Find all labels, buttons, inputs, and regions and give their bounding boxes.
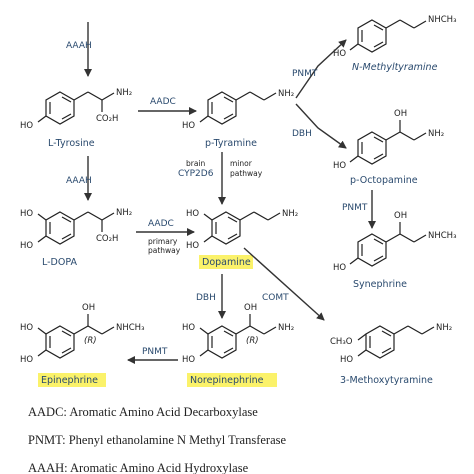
oh-label: OH (394, 109, 407, 119)
l-dopa-structure: NH₂ CO₂H HO HO (20, 208, 132, 251)
enzyme-pnmt-bottom: PNMT (142, 347, 168, 357)
arrow-tyramine-to-methyltyramine (295, 39, 347, 99)
co2h-label: CO₂H (96, 114, 118, 124)
p-tyramine-structure: NH₂ HO (182, 89, 294, 131)
ho-label: HO (333, 49, 346, 59)
p-octopamine-structure: OH NH₂ HO (333, 109, 444, 171)
r-config-label: (R) (246, 336, 259, 346)
legend-aaah: AAAH: Aromatic Amino Acid Hydroxylase (28, 461, 249, 474)
enzyme-aaah-top: AAAH (66, 41, 92, 51)
enzyme-pnmt-right: PNMT (342, 203, 368, 213)
epinephrine-name: Epinephrine (41, 375, 98, 386)
oh-label: OH (82, 303, 95, 313)
norepinephrine-structure: OH NH₂ (R) HO HO (182, 303, 294, 365)
legend-aadc: AADC: Aromatic Amino Acid Decarboxylase (28, 405, 258, 419)
ch3o-label: CH₃O (330, 337, 353, 347)
ho-label: HO (182, 121, 195, 131)
norepinephrine-highlight (187, 373, 277, 387)
ho-label: HO (182, 323, 195, 333)
legend-pnmt: PNMT: Phenyl ethanolamine N Methyl Trans… (28, 433, 286, 447)
nh2-label: NH₂ (278, 89, 294, 99)
synephrine-name: Synephrine (353, 279, 407, 290)
arrow-tyramine-to-octopamine (295, 103, 347, 149)
synephrine-structure: OH NHCH₃ HO (333, 211, 456, 273)
p-tyramine-name: p-Tyramine (205, 138, 257, 149)
ho-label: HO (186, 241, 199, 251)
ho-label: HO (20, 121, 33, 131)
l-tyrosine-name: L-Tyrosine (48, 138, 95, 149)
primary-pathway-label: primary (148, 237, 178, 246)
enzyme-dbh-top: DBH (292, 129, 312, 139)
nh2-label: NH₂ (436, 323, 452, 333)
r-config-label: (R) (84, 336, 97, 346)
nhch3-label: NHCH₃ (116, 323, 144, 333)
dopamine-structure: NH₂ HO HO (186, 209, 298, 251)
enzyme-aadc-mid: AADC (148, 219, 174, 229)
n-methyltyramine-name: N-Methyltyramine (352, 62, 438, 73)
n-methyltyramine-structure: NHCH₃ HO (333, 15, 456, 59)
methoxytyramine-structure: NH₂ CH₃O HO (330, 323, 452, 365)
enzyme-cyp2d6: CYP2D6 (178, 169, 214, 179)
enzyme-comt: COMT (262, 293, 289, 303)
nh2-label: NH₂ (278, 323, 294, 333)
nh2-label: NH₂ (282, 209, 298, 219)
dopamine-name: Dopamine (202, 257, 251, 268)
enzyme-aadc-top: AADC (150, 97, 176, 107)
oh-label: OH (394, 211, 407, 221)
ho-label: HO (333, 161, 346, 171)
nhch3-label: NHCH₃ (428, 15, 456, 25)
nh2-label: NH₂ (428, 129, 444, 139)
co2h-label: CO₂H (96, 234, 118, 244)
epinephrine-structure: OH NHCH₃ (R) HO HO (20, 303, 144, 365)
methoxytyramine-name: 3-Methoxytyramine (340, 375, 433, 386)
enzyme-aaah-mid: AAAH (66, 176, 92, 186)
legend: AADC: Aromatic Amino Acid Decarboxylase … (28, 405, 286, 474)
ho-label: HO (20, 323, 33, 333)
l-dopa-name: L-DOPA (42, 257, 77, 268)
p-octopamine-name: p-Octopamine (350, 175, 418, 186)
nh2-label: NH₂ (116, 88, 132, 98)
ho-label: HO (182, 355, 195, 365)
enzyme-pnmt-top: PNMT (292, 69, 318, 79)
ho-label: HO (333, 263, 346, 273)
dopamine-highlight (199, 255, 253, 269)
oh-label: OH (244, 303, 257, 313)
epinephrine-highlight (38, 373, 106, 387)
brain-label: brain (186, 159, 206, 168)
primary-pathway-label-2: pathway (148, 246, 181, 255)
ho-label: HO (186, 209, 199, 219)
minor-pathway-label: minor (230, 159, 253, 168)
ho-label: HO (20, 241, 33, 251)
enzyme-dbh-bottom: DBH (196, 293, 216, 303)
ho-label: HO (20, 209, 33, 219)
nhch3-label: NHCH₃ (428, 231, 456, 241)
ho-label: HO (20, 355, 33, 365)
arrow-dopamine-to-methoxytyramine (243, 247, 325, 321)
norepinephrine-name: Norepinephrine (190, 375, 264, 386)
minor-pathway-label-2: pathway (230, 169, 263, 178)
nh2-label: NH₂ (116, 208, 132, 218)
l-tyrosine-structure: NH₂ CO₂H HO (20, 88, 132, 131)
ho-label: HO (340, 355, 353, 365)
